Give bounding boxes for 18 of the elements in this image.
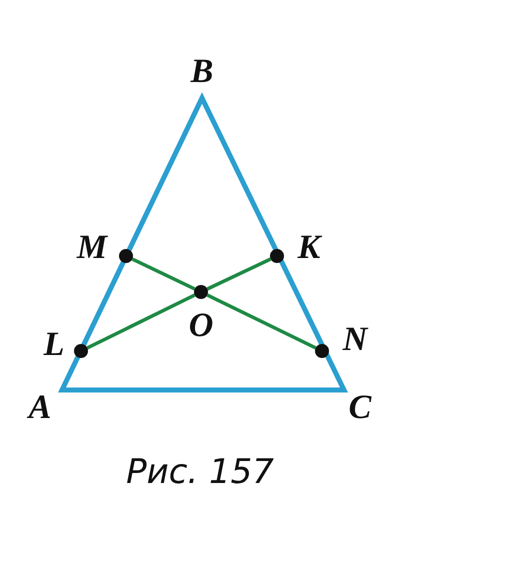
point-dot — [270, 249, 284, 263]
line-segment — [86, 294, 196, 350]
line-segment — [132, 257, 196, 291]
figure-caption: Рис. 157 — [126, 455, 274, 489]
vertex-label: B — [190, 55, 214, 89]
point-label: O — [188, 309, 214, 343]
point-label: L — [44, 328, 64, 362]
point-dot — [74, 344, 88, 358]
point-label: N — [342, 323, 368, 357]
point-label: M — [76, 231, 108, 265]
line-segment — [206, 257, 272, 291]
point-dot — [119, 249, 133, 263]
point-dot — [194, 285, 208, 299]
vertex-label: C — [348, 391, 372, 425]
vertex-label: A — [28, 391, 52, 425]
line-segment — [206, 294, 316, 350]
point-label: K — [298, 231, 320, 265]
point-dot — [315, 344, 329, 358]
